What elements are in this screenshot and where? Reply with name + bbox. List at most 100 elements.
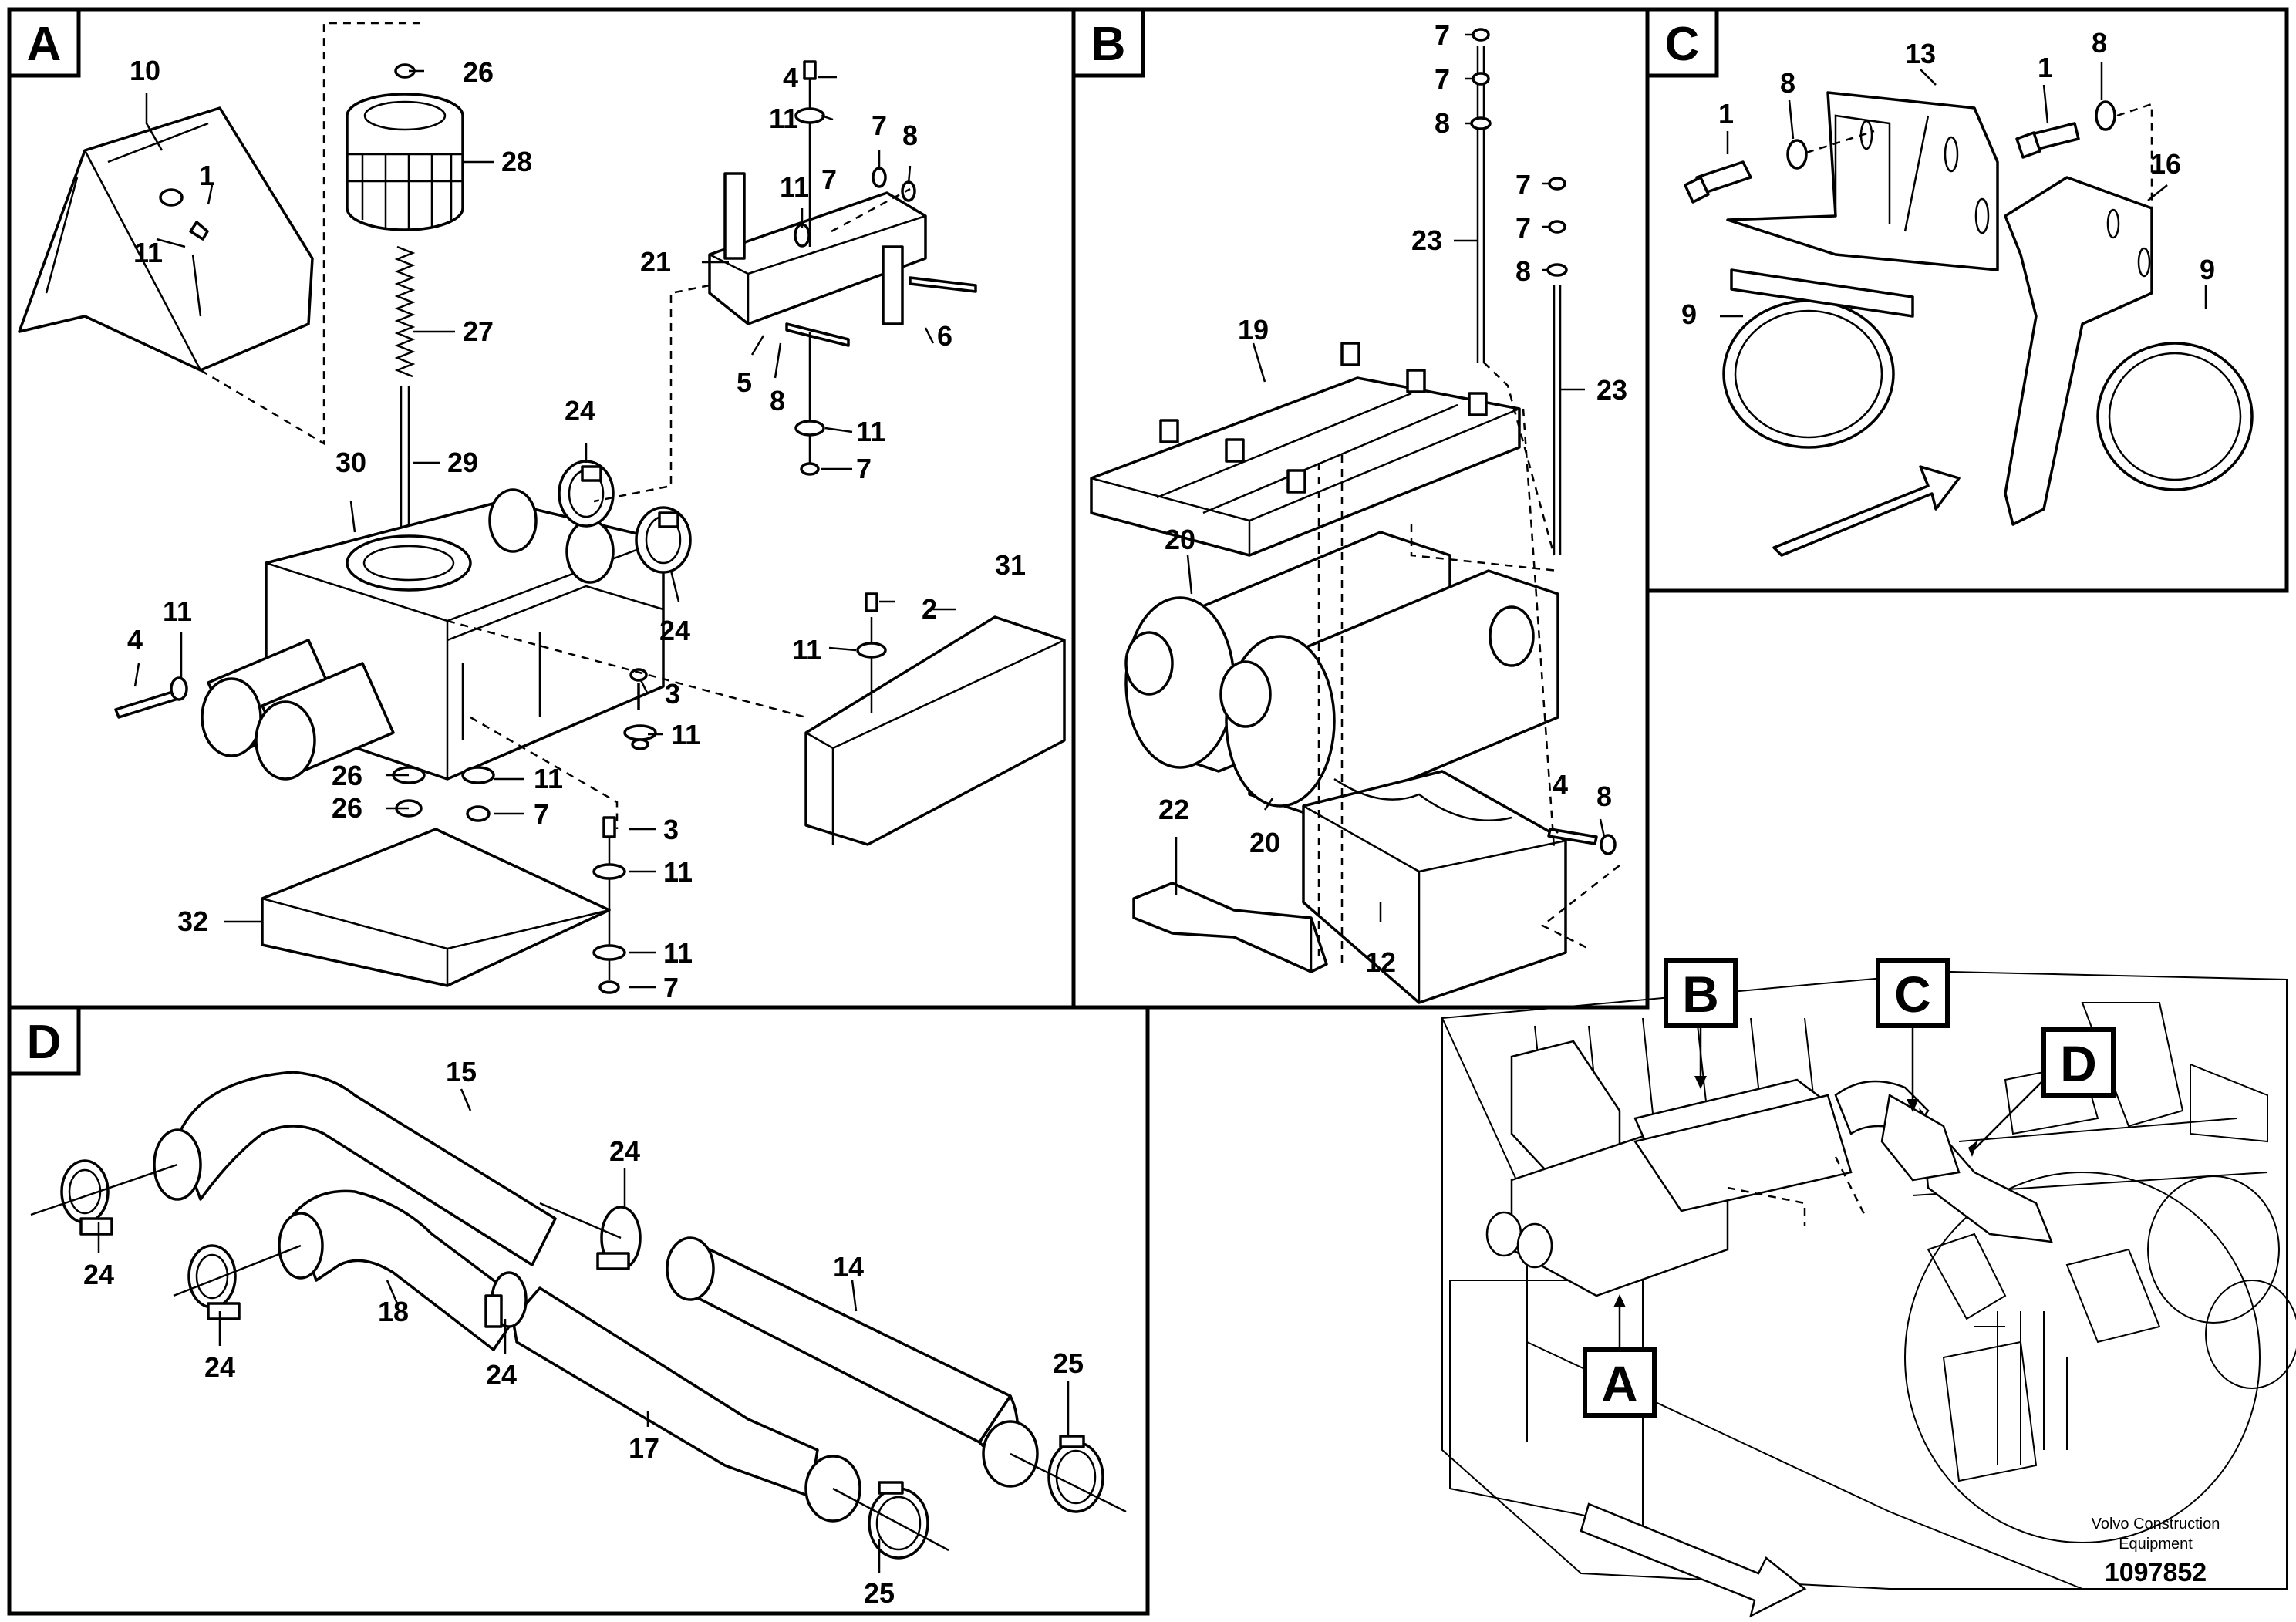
panel-a-tag: A	[7, 7, 81, 78]
label-4b: 4	[783, 62, 798, 93]
pipe-18-part	[292, 1189, 526, 1351]
label-d-24c: 24	[486, 1359, 517, 1391]
label-b-23a: 23	[1411, 224, 1442, 256]
clamp-24b-part	[635, 506, 692, 574]
label-3b: 3	[663, 814, 679, 845]
label-7b: 7	[663, 972, 679, 1003]
label-24b: 24	[659, 615, 690, 646]
label-c-13: 13	[1905, 38, 1936, 69]
bottom-shield-part	[261, 828, 611, 987]
label-7d: 7	[821, 164, 837, 195]
label-27: 27	[463, 315, 494, 347]
label-11h: 11	[780, 171, 809, 203]
callout-c: C	[1876, 958, 1950, 1112]
washer-part	[159, 188, 184, 207]
label-b-23b: 23	[1596, 374, 1627, 406]
label-b-8c: 8	[1596, 781, 1612, 812]
clamp-24-part	[558, 460, 615, 528]
label-11f: 11	[663, 937, 693, 969]
label-4: 4	[127, 624, 143, 656]
label-5: 5	[737, 366, 752, 398]
label-c-1b: 1	[2038, 52, 2053, 83]
label-30: 30	[335, 447, 366, 478]
label-11d: 11	[671, 719, 700, 750]
label-8b: 8	[770, 385, 785, 416]
panel-d-letter: D	[27, 1016, 62, 1069]
clamp-d-5	[1047, 1435, 1104, 1513]
label-b-8b: 8	[1515, 255, 1531, 287]
travel-direction-arrow	[1580, 1502, 1807, 1618]
clamp-d-4	[484, 1271, 528, 1328]
label-7e: 7	[856, 453, 872, 484]
label-11e: 11	[663, 856, 693, 888]
label-b-20b: 20	[1249, 827, 1280, 858]
panel-b-letter: B	[1091, 18, 1126, 71]
panel-d-frame	[7, 1005, 1150, 1616]
panel-c-frame	[1645, 7, 2289, 593]
panel-a-drawing: 10 1 11 26 28 27 29 30 24 24 4 11 26 26 …	[18, 22, 1066, 1003]
label-c-1a: 1	[1718, 98, 1734, 130]
overview-illustration: B C D A Volvo Construction Equipment 109…	[1441, 958, 2296, 1618]
label-11c: 11	[534, 763, 563, 794]
label-b-7c: 7	[1515, 169, 1531, 201]
label-31: 31	[995, 549, 1026, 581]
label-6: 6	[937, 320, 952, 352]
callout-d-letter: D	[2060, 1035, 2097, 1092]
label-c-9b: 9	[2200, 254, 2215, 285]
label-3: 3	[665, 678, 680, 710]
outlet-pipe-part	[255, 700, 316, 781]
panel-d-drawing: 15 24 24 18 24 24 14 17 25 25	[30, 1056, 1127, 1609]
label-d-24d: 24	[609, 1135, 640, 1167]
direction-arrow	[1772, 465, 1961, 557]
pipe-15-part	[176, 1071, 557, 1266]
label-21: 21	[640, 246, 671, 278]
callout-d: D	[1968, 1027, 2116, 1157]
label-b-7d: 7	[1515, 212, 1531, 244]
label-11b: 11	[163, 595, 192, 627]
brand-line-1: Volvo Construction	[2092, 1516, 2220, 1533]
callout-c-letter: C	[1894, 966, 1931, 1023]
bolt-part	[189, 221, 209, 241]
label-11i: 11	[856, 416, 885, 447]
label-11g: 11	[769, 103, 798, 134]
label-1: 1	[199, 160, 214, 191]
label-d-24b: 24	[204, 1351, 235, 1383]
panel-c-drawing: 13 8 1 1 8 16 9 9	[1681, 27, 2254, 557]
panel-c-tag: C	[1645, 7, 1719, 78]
label-26: 26	[463, 56, 494, 88]
clamp-9-part	[1722, 299, 1895, 449]
callout-a: A	[1583, 1294, 1657, 1418]
label-b-22: 22	[1158, 794, 1189, 825]
label-d-25b: 25	[864, 1577, 895, 1609]
support-frame-part	[1090, 376, 1521, 557]
label-24a: 24	[565, 395, 595, 427]
heat-cover-part	[804, 615, 1066, 846]
label-c-16: 16	[2150, 148, 2181, 180]
label-28: 28	[501, 146, 532, 177]
label-c-8a: 8	[1780, 67, 1795, 99]
label-b-7b: 7	[1435, 63, 1450, 95]
callout-b: B	[1664, 958, 1738, 1089]
label-10: 10	[130, 55, 160, 86]
saddle-bracket-part	[1132, 882, 1328, 973]
document-number: 1097852	[2105, 1558, 2207, 1587]
label-b-19: 19	[1238, 314, 1269, 346]
lower-bracket-part	[1302, 770, 1567, 1004]
bracket-13-part	[1726, 91, 1999, 271]
clamp-d-6	[868, 1481, 929, 1560]
label-d-15: 15	[446, 1056, 477, 1088]
label-26c: 26	[332, 792, 362, 824]
mounting-bracket-part	[708, 191, 927, 325]
label-d-25a: 25	[1053, 1347, 1084, 1379]
bracket-16-part	[2004, 176, 2153, 526]
clamp-d-2	[187, 1244, 241, 1320]
label-b-4: 4	[1553, 769, 1568, 801]
label-d-18: 18	[378, 1296, 409, 1327]
label-11j: 11	[792, 634, 821, 666]
label-2: 2	[922, 593, 937, 625]
spring-part	[394, 245, 416, 378]
label-b-12: 12	[1365, 946, 1396, 978]
label-7c: 7	[872, 110, 887, 141]
label-b-7a: 7	[1435, 19, 1450, 51]
